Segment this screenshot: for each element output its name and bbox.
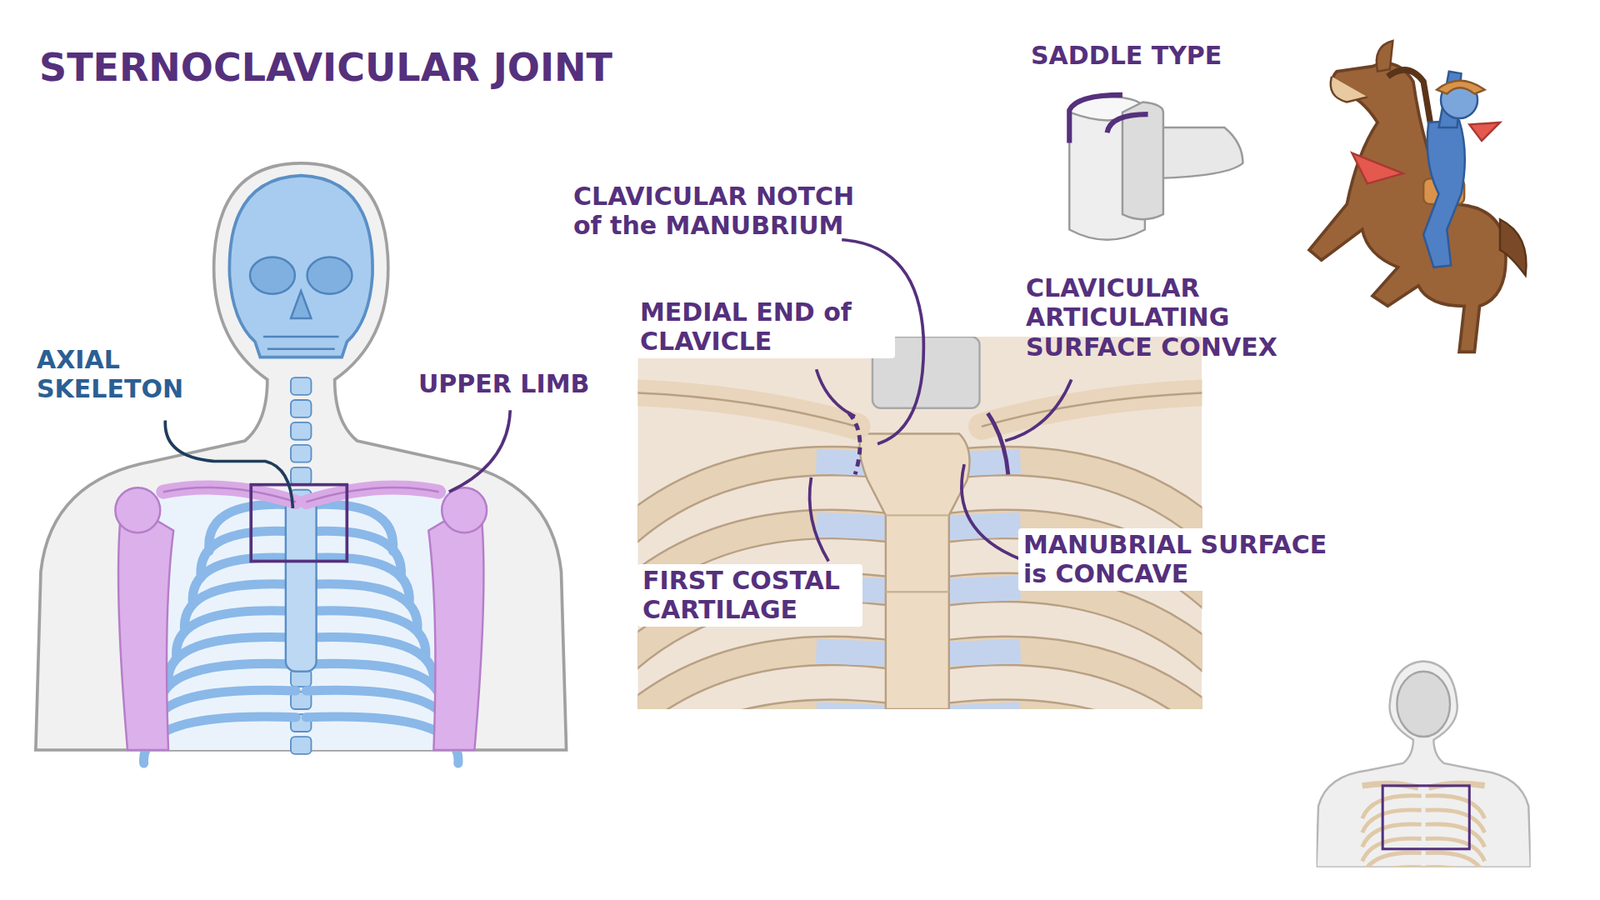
- costal-cartilage: [949, 587, 1021, 591]
- part-label: CLAVICULAR ARTICULATING SURFACE CONVEX: [1025, 273, 1280, 362]
- vertebra: [290, 377, 311, 395]
- vertebra: [290, 445, 311, 463]
- vertebra: [290, 422, 311, 440]
- vertebra: [290, 400, 311, 418]
- region-label: UPPER LIMB: [418, 369, 635, 399]
- locator-thumbnail: [1316, 660, 1531, 867]
- rib: [1425, 824, 1485, 847]
- vertebra: [290, 736, 311, 755]
- rib: [1362, 810, 1422, 833]
- rib: [1362, 795, 1422, 819]
- rib: [1362, 824, 1422, 847]
- vertebra: [290, 467, 311, 485]
- skeleton-figure: [35, 163, 567, 764]
- region-label: AXIAL SKELETON: [36, 345, 216, 405]
- part-label: FIRST COSTAL CARTILAGE: [637, 564, 863, 627]
- saddle-joint-icon: [1069, 95, 1243, 240]
- rib: [1425, 866, 1485, 868]
- costal-cartilage: [949, 650, 1021, 655]
- diagram-title: STERNOCLAVICULAR JOINT: [39, 45, 613, 90]
- part-label: CLAVICULAR NOTCH of the MANUBRIUM: [573, 181, 882, 241]
- rib: [1425, 810, 1485, 833]
- part-label: MEDIAL END of CLAVICLE: [635, 295, 895, 359]
- rib: [1425, 795, 1485, 819]
- part-label: MANUBRIAL SURFACE is CONCAVE: [1018, 528, 1350, 591]
- costal-cartilage: [816, 524, 889, 528]
- costal-cartilage: [816, 650, 889, 655]
- costal-cartilage: [949, 524, 1021, 528]
- rib: [1362, 866, 1422, 868]
- cowboy-on-horse: [1309, 40, 1526, 352]
- icon-label: SADDLE TYPE: [1030, 40, 1298, 70]
